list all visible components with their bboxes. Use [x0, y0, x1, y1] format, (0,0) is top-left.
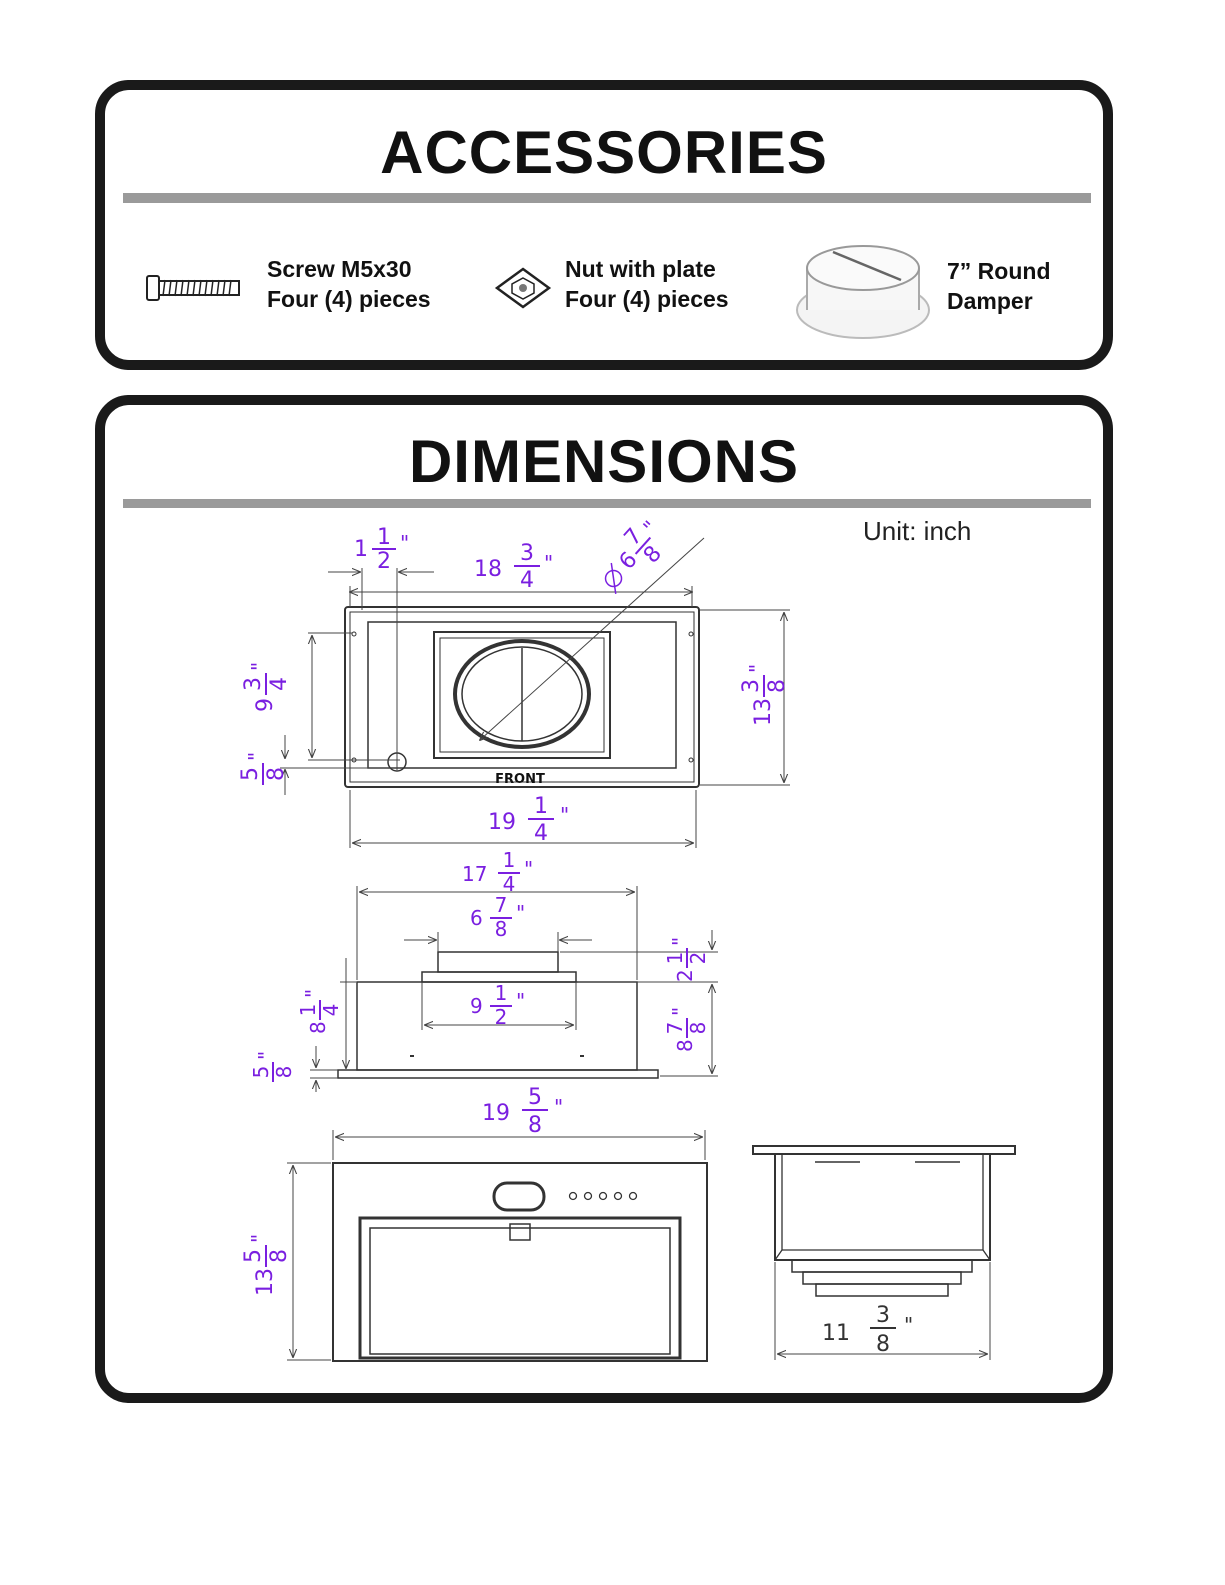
dim-denominator: 8 [272, 1066, 296, 1079]
inch-mark: " [244, 752, 268, 761]
dim-label-2-1-2: 2 1 2 " [663, 937, 710, 982]
dim-label-17-1-4: 17 1 4 " [462, 848, 533, 896]
inch-mark: " [254, 1051, 278, 1060]
dim-label-8-7-8: 8 7 8 " [663, 1007, 710, 1052]
dim-numerator: 7 [663, 1022, 687, 1035]
dim-denominator: 8 [765, 679, 790, 693]
dim-whole: 19 [482, 1101, 510, 1126]
dim-whole: 19 [488, 810, 516, 835]
dim-numerator: 7 [495, 893, 508, 917]
dim-denominator: 8 [267, 1249, 292, 1263]
dim-label-9-1-2: 9 1 2 " [470, 981, 525, 1029]
inch-mark: " [516, 901, 525, 925]
dim-whole: 17 [462, 862, 487, 886]
inch-mark: " [638, 516, 662, 539]
front-view-dimension-lines [287, 1130, 705, 1360]
dim-whole: 13 [751, 698, 776, 726]
dim-label-9-3-4: 9 3 4 " [241, 662, 292, 712]
inch-mark: " [668, 937, 692, 946]
dim-denominator: 4 [520, 568, 534, 593]
front-label: FRONT [495, 772, 545, 787]
dim-whole: 8 [306, 1021, 330, 1034]
dim-label-13-3-8: 13 3 8 " [739, 664, 790, 726]
dim-numerator: 1 [296, 1004, 320, 1017]
dim-whole: 11 [822, 1321, 850, 1346]
inch-mark: " [745, 664, 769, 673]
dim-denominator: 8 [528, 1113, 542, 1138]
inch-mark: " [247, 1234, 271, 1243]
dim-label-19-1-4: 19 1 4 " [488, 794, 569, 846]
dim-denominator: 8 [686, 1022, 710, 1035]
dim-whole: 9 [253, 698, 278, 712]
dim-denominator: 4 [319, 1004, 343, 1017]
inch-mark: " [544, 551, 553, 575]
dim-numerator: 1 [377, 525, 391, 550]
dim-numerator: 5 [249, 1066, 273, 1079]
dim-denominator: 8 [264, 767, 289, 781]
dim-numerator: 3 [241, 677, 266, 691]
dim-whole: 13 [253, 1268, 278, 1296]
inch-mark: " [560, 803, 569, 827]
dim-label-8-1-4: 8 1 4 " [296, 989, 343, 1034]
dim-label-1-1-2: 1 1 2 " [354, 525, 409, 574]
dim-label-diameter-6-7-8: 6 7 8 " [588, 512, 678, 603]
inch-mark: " [904, 1313, 913, 1337]
dim-whole: 8 [673, 1039, 697, 1052]
dim-numerator: 5 [241, 1249, 266, 1263]
dim-denominator: 8 [876, 1332, 890, 1357]
dim-numerator: 1 [503, 848, 516, 872]
dim-numerator: 1 [495, 981, 508, 1005]
inch-mark: " [516, 989, 525, 1013]
dim-label-13-5-8: 13 5 8 " [241, 1234, 292, 1296]
dim-denominator: 2 [377, 549, 391, 574]
dim-numerator: 5 [528, 1085, 542, 1110]
dim-label-5-8-top: 5 8 " [238, 752, 289, 785]
dim-denominator: 4 [534, 821, 548, 846]
dim-numerator: 3 [876, 1303, 890, 1328]
inch-mark: " [668, 1007, 692, 1016]
dim-numerator: 1 [534, 794, 548, 819]
front-view-drawing [333, 1163, 707, 1361]
inch-mark: " [301, 989, 325, 998]
side-view-dimension-lines [310, 886, 718, 1092]
side-section-drawing [753, 1146, 1015, 1296]
dim-label-18-3-4: 18 3 4 " [474, 541, 553, 593]
inch-mark: " [400, 531, 409, 555]
dim-whole: 2 [673, 969, 697, 982]
inch-mark: " [554, 1095, 563, 1119]
dim-numerator: 3 [520, 541, 534, 566]
dim-whole: 6 [470, 906, 483, 930]
dim-denominator: 2 [495, 1005, 508, 1029]
dim-label-5-8-side: 5 8 " [249, 1051, 296, 1082]
dim-denominator: 8 [495, 917, 508, 941]
dim-whole: 9 [470, 994, 483, 1018]
inch-mark: " [524, 857, 533, 881]
dim-numerator: 1 [663, 952, 687, 965]
dim-denominator: 2 [686, 952, 710, 965]
dim-denominator: 4 [267, 677, 292, 691]
dim-numerator: 5 [238, 767, 263, 781]
dim-label-19-5-8: 19 5 8 " [482, 1085, 563, 1138]
dim-label-11-3-8: 11 3 8 " [822, 1303, 913, 1357]
dim-whole: 1 [354, 537, 368, 562]
dim-label-6-7-8-side: 6 7 8 " [470, 893, 525, 941]
inch-mark: " [247, 662, 271, 671]
dim-whole: 18 [474, 557, 502, 582]
dim-numerator: 3 [739, 679, 764, 693]
